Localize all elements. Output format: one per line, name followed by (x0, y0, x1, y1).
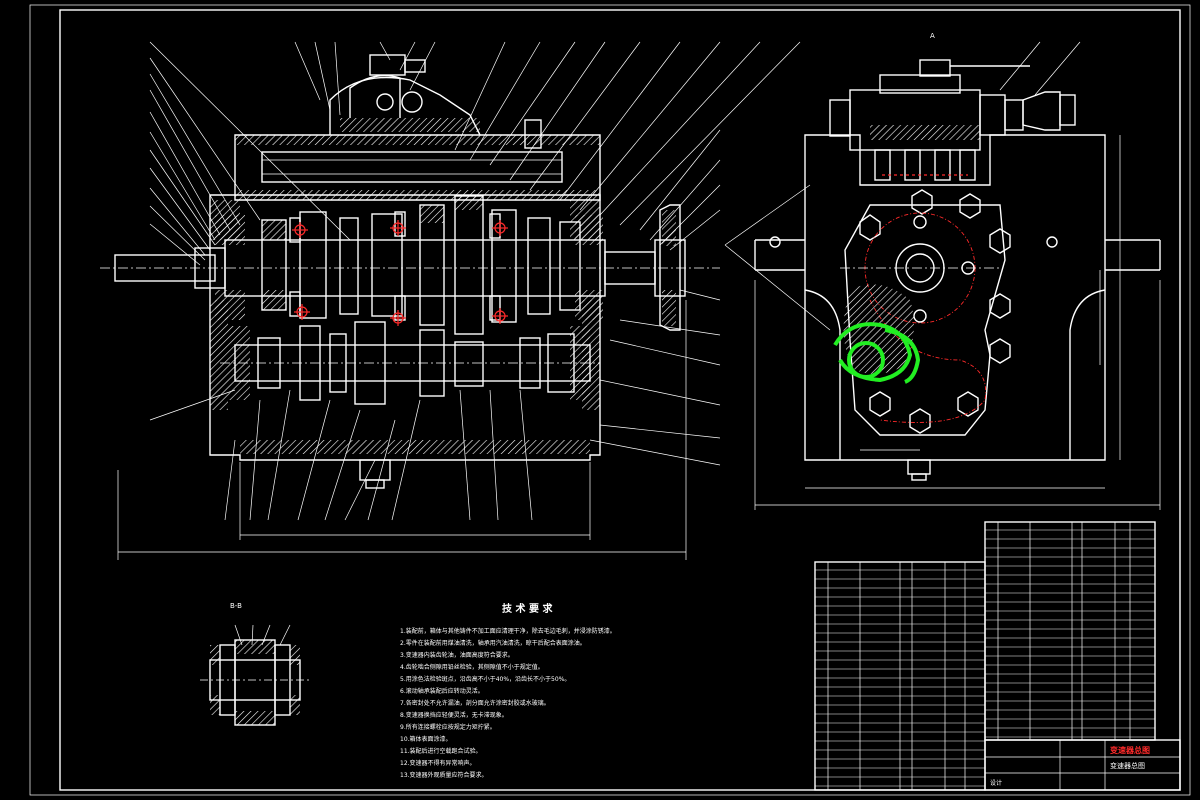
main-section-view (100, 41, 801, 560)
title-block-red-caption: 变速器总图 (1110, 745, 1150, 755)
center-marks (292, 220, 508, 326)
leader-lines (149, 41, 801, 521)
highlighted-gear-section (833, 284, 921, 384)
requirement-line: 8.变速器换挡应轻便灵活，无卡滞现象。 (400, 711, 508, 719)
title-block-main-title: 变速器总图 (1110, 761, 1145, 770)
requirement-line: 11.装配后进行空载跑合试验。 (400, 747, 482, 755)
requirement-line: 3.变速器内装齿轮油，油面高度符合要求。 (400, 651, 514, 659)
requirement-line: 5.用涂色法检验斑点，沿齿高不小于40%，沿齿长不小于50%。 (400, 675, 570, 683)
section-bb-label: B-B (230, 602, 242, 610)
parts-table-rows (815, 529, 1155, 787)
title-block-designer-label: 设计 (990, 779, 1002, 787)
requirement-line: 7.各密封处不允许漏油，剖分面允许涂密封胶或水玻璃。 (400, 699, 550, 707)
requirement-line: 13.变速器外观质量应符合要求。 (400, 771, 488, 779)
technical-requirements-list: 1.装配前，箱体与其他铸件不加工面应清理干净，除去毛边毛刺，并浸涂防锈漆。 2.… (400, 627, 616, 779)
requirement-line: 12.变速器不得有异常响声。 (400, 759, 476, 767)
side-view (724, 41, 1161, 510)
requirement-line: 1.装配前，箱体与其他铸件不加工面应清理干净，除去毛边毛刺，并浸涂防锈漆。 (400, 627, 616, 635)
bolt-holes (859, 189, 1011, 434)
technical-requirements-title: 技 术 要 求 (502, 602, 553, 615)
view-a-label: A (930, 32, 935, 40)
section-bb-view (200, 624, 310, 726)
requirement-line: 4.齿轮啮合侧隙用铅丝检验，其侧隙值不小于规定值。 (400, 663, 544, 671)
requirement-line: 10.箱体表面涂漆。 (400, 735, 452, 743)
outer-border (29, 4, 1191, 796)
requirement-line: 6.滚动轴承装配后应转动灵活。 (400, 687, 484, 695)
parts-list-right (984, 521, 1156, 741)
requirement-line: 2.零件在装配前用煤油清洗，轴承用汽油清洗，晾干后配合表面涂油。 (400, 639, 586, 647)
parts-list-left (814, 561, 986, 791)
title-block (984, 739, 1181, 791)
inner-border (59, 9, 1181, 791)
requirement-line: 9.所有连接螺栓应按规定力矩拧紧。 (400, 723, 496, 731)
